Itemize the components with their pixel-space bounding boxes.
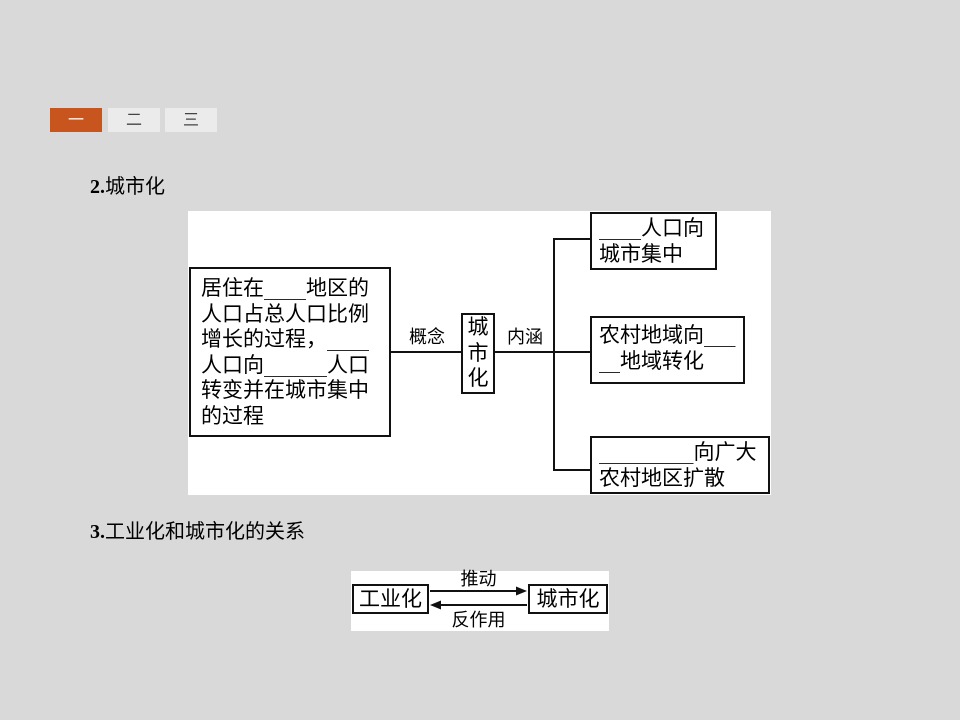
branch-box-1: ____人口向 城市集中 [590, 212, 717, 270]
center-box: 城 市 化 [461, 313, 495, 394]
branch-line-text: 城市集中 [599, 241, 683, 266]
connotation-connector [495, 351, 554, 353]
connotation-label: 内涵 [507, 327, 543, 348]
branch-trunk-line [553, 238, 555, 471]
forward-arrowhead [516, 586, 527, 596]
branch-box-2: 农村地域向___ __地域转化 [590, 316, 745, 384]
branch-line-text: __地域转化 [599, 348, 704, 373]
concept-connector [391, 351, 461, 353]
branch-box-3: _________向广大 农村地区扩散 [590, 436, 770, 494]
center-char: 城 [467, 315, 489, 339]
center-char: 市 [467, 340, 489, 365]
concept-line: 人口向______人口 [201, 352, 369, 377]
branch-line-text: 农村地区扩散 [599, 465, 725, 490]
center-char: 化 [467, 366, 489, 391]
relation-diagram: 工业化 城市化 推动 反作用 [351, 569, 609, 631]
section-2-number: 2. [90, 176, 105, 198]
section-3-heading: 3.工业化和城市化的关系 [90, 519, 305, 544]
tab-2[interactable]: 二 [108, 108, 160, 132]
industrialization-box: 工业化 [352, 584, 429, 614]
concept-line: 转变并在城市集中 [201, 378, 369, 403]
concept-line: 居住在____地区的 [201, 276, 369, 300]
concept-line: 的过程 [201, 403, 264, 428]
section-2-title: 城市化 [105, 174, 165, 198]
concept-box: 居住在____地区的 人口占总人口比例 增长的过程，____ 人口向______… [189, 267, 391, 437]
branch-line-1 [554, 238, 590, 240]
section-3-number: 3. [90, 521, 105, 543]
forward-label: 推动 [460, 569, 497, 590]
urbanization-box: 城市化 [528, 584, 608, 614]
backward-arrowhead [430, 600, 441, 610]
branch-line-text: _________向广大 [599, 440, 757, 464]
branch-line-3 [554, 469, 590, 471]
concept-label: 概念 [409, 327, 445, 348]
section-2-heading: 2.城市化 [90, 174, 165, 199]
backward-label: 反作用 [451, 610, 506, 631]
section-3-title: 工业化和城市化的关系 [105, 519, 305, 543]
branch-line-2 [554, 351, 590, 353]
urbanization-diagram: 居住在____地区的 人口占总人口比例 增长的过程，____ 人口向______… [188, 211, 771, 495]
concept-line: 人口占总人口比例 [201, 301, 369, 326]
relation-arrows [430, 586, 527, 610]
branch-line-text: 农村地域向___ [599, 323, 736, 347]
tab-3[interactable]: 三 [165, 108, 217, 132]
concept-line: 增长的过程，____ [201, 327, 369, 352]
tab-1[interactable]: 一 [50, 108, 102, 132]
branch-line-text: ____人口向 [599, 216, 704, 240]
